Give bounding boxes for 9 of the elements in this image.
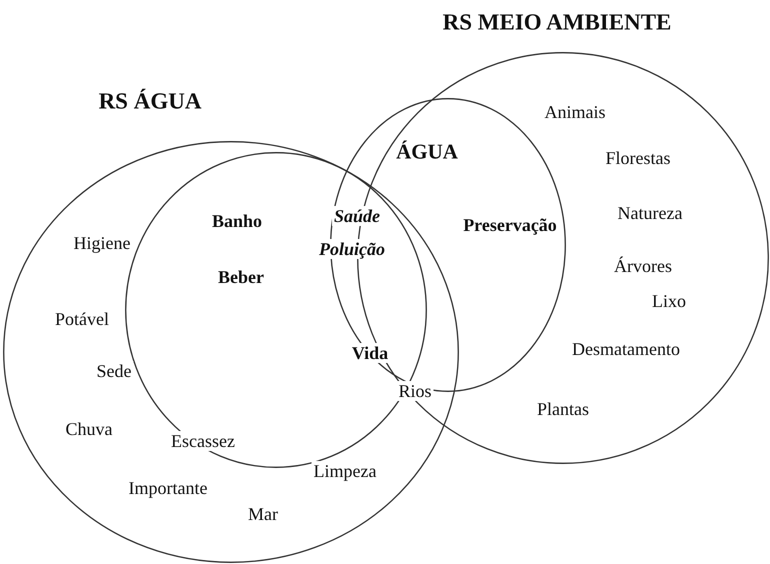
word-label: Vida	[350, 343, 390, 363]
set-title: RS MEIO AMBIENTE	[442, 10, 672, 34]
set-title: RS ÁGUA	[98, 90, 202, 112]
word-label: Escassez	[169, 431, 237, 451]
word-label: Saúde	[332, 206, 382, 226]
word-label: Rios	[396, 381, 434, 401]
word-label: Poluição	[317, 239, 387, 259]
set-label: ÁGUA	[396, 142, 458, 162]
word-label: Limpeza	[312, 461, 378, 481]
